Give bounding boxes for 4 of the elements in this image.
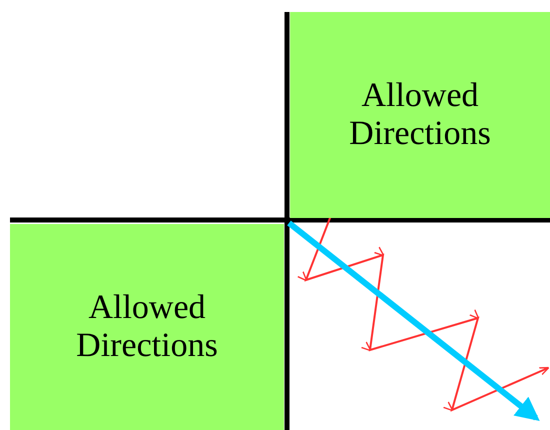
allowed-region (290, 12, 550, 218)
region-label: Allowed Directions (75, 289, 219, 365)
region-label: Allowed Directions (348, 77, 492, 153)
allowed-region (10, 224, 284, 430)
